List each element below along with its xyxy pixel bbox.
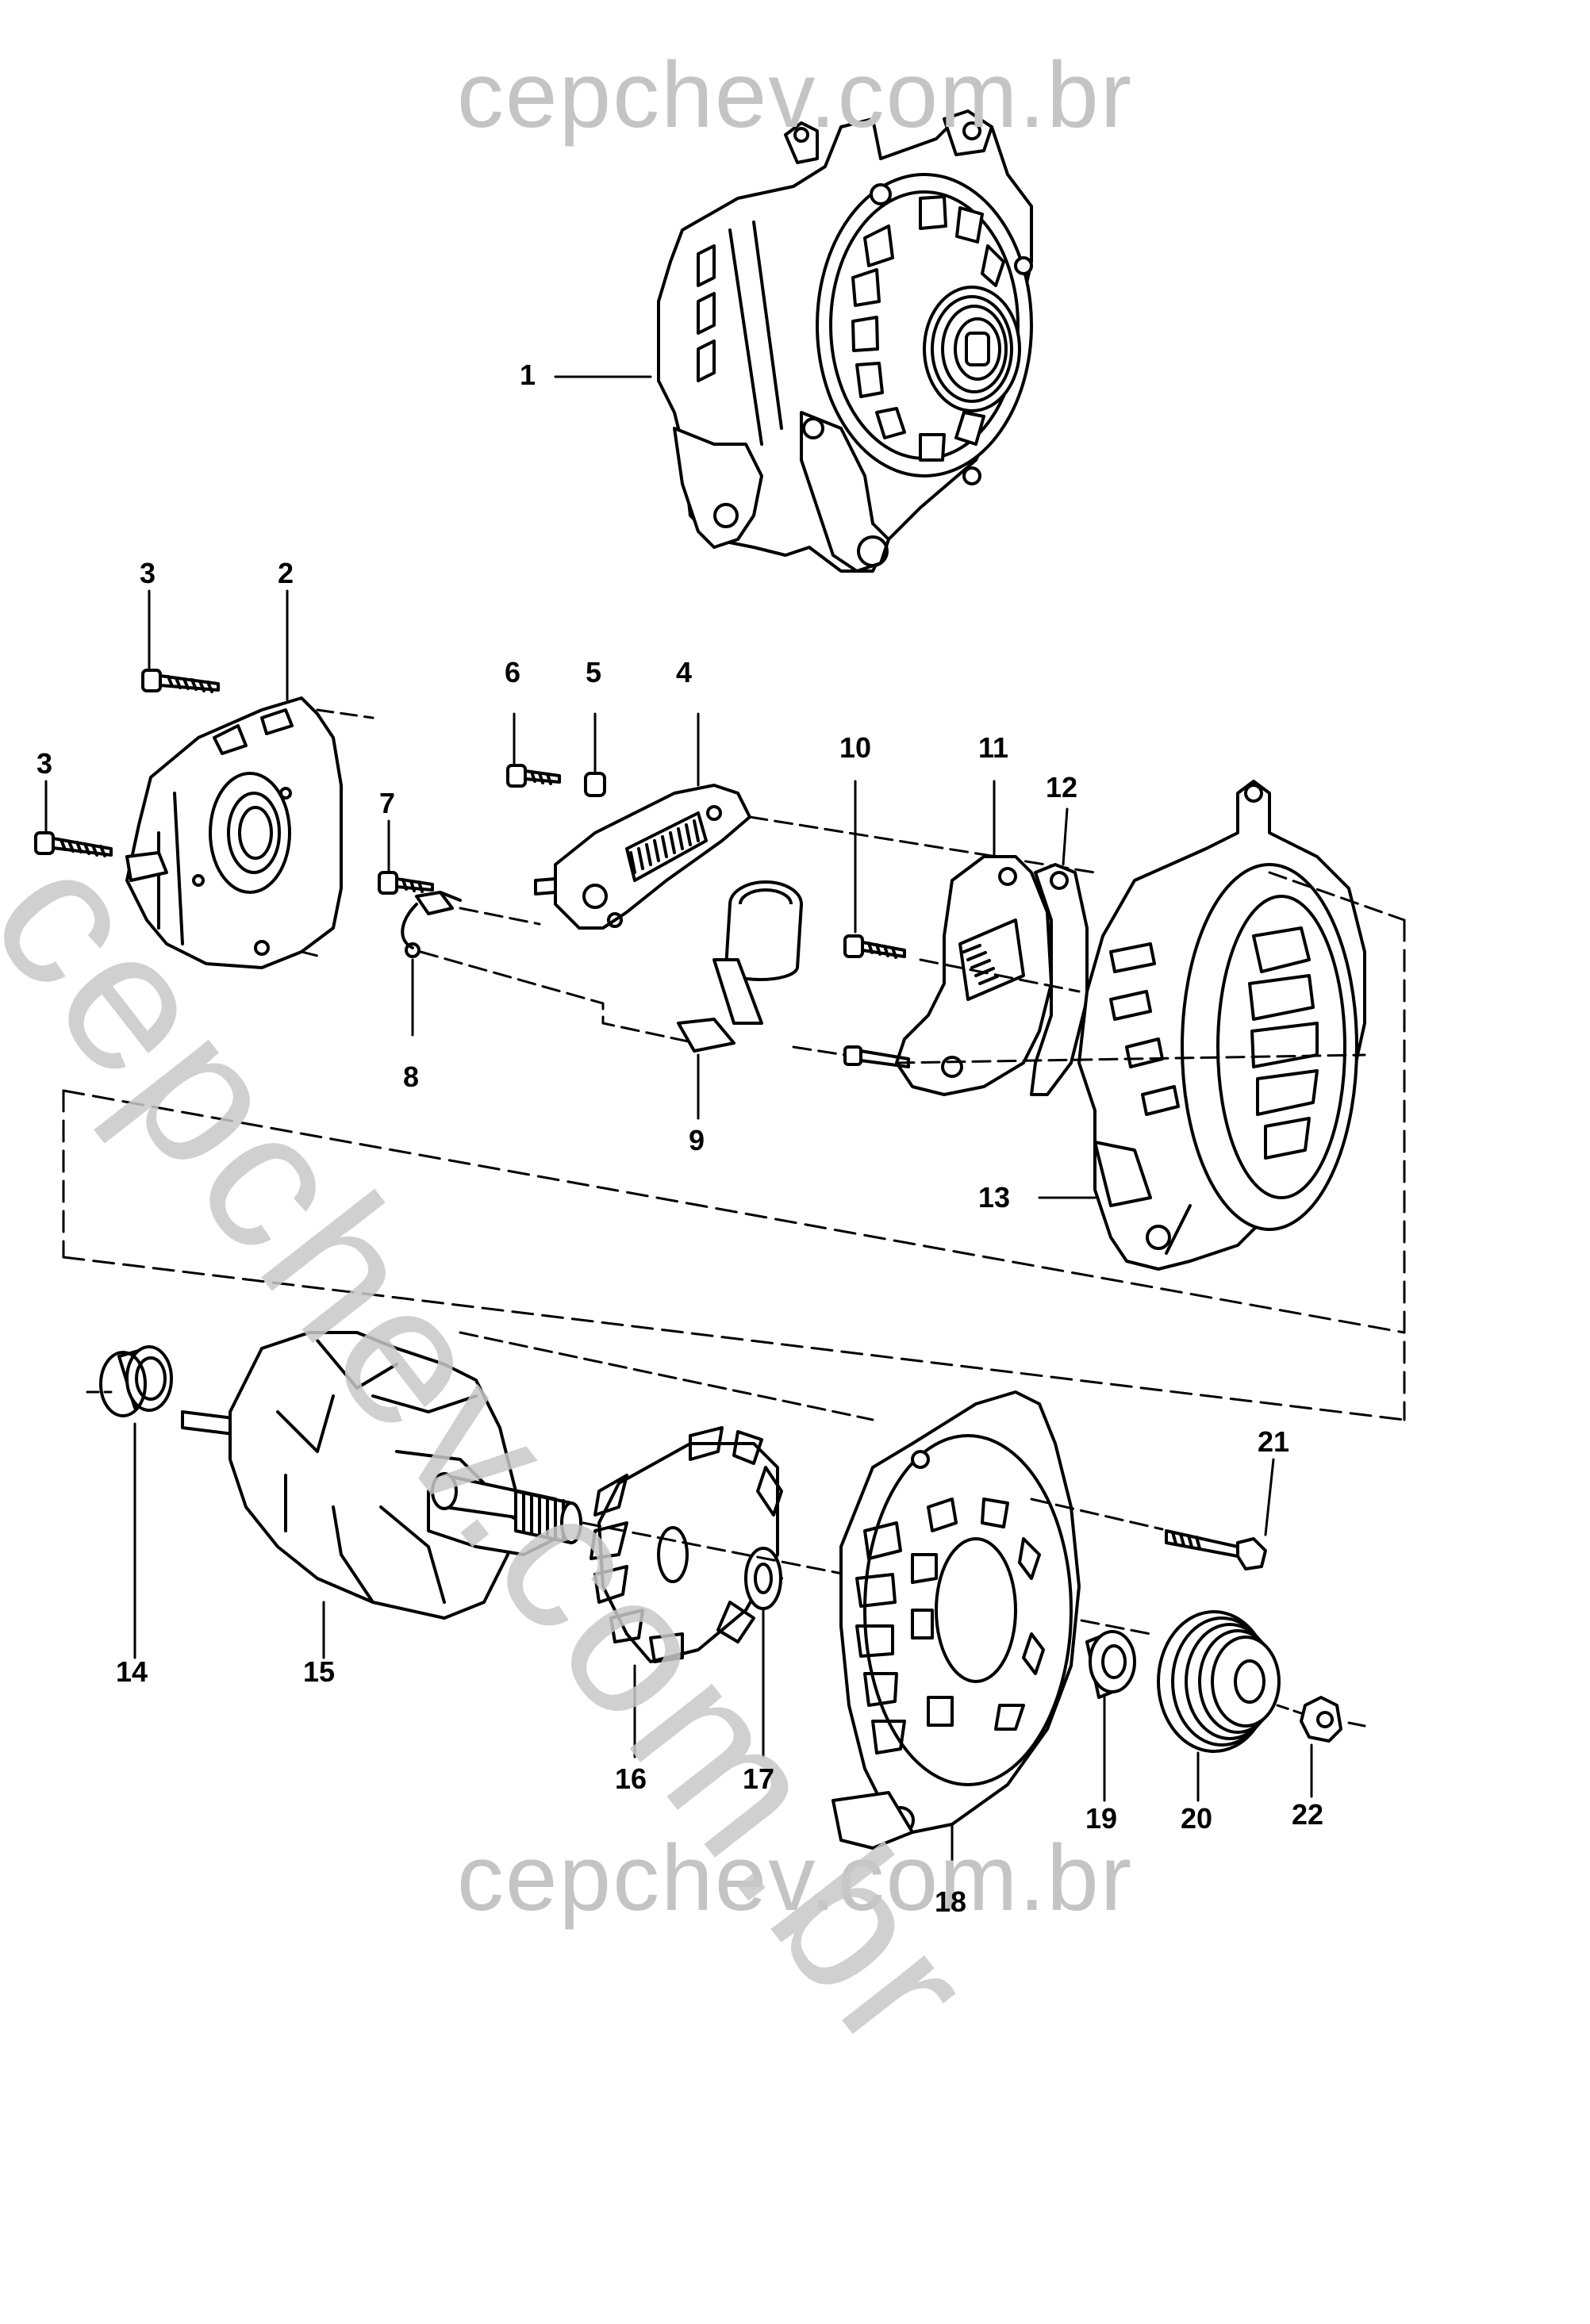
callout-17: 17 — [743, 1762, 775, 1795]
part-21-bolt — [1165, 1458, 1275, 1570]
part-20-pulley — [1157, 1610, 1281, 1802]
callout-16: 16 — [615, 1762, 647, 1795]
callout-6: 6 — [505, 656, 521, 688]
part-9-bushing — [677, 880, 803, 1120]
callout-8: 8 — [403, 1060, 420, 1093]
part-3-bolt-upper — [141, 669, 220, 693]
part-6-screw — [506, 712, 561, 788]
callout-4: 4 — [676, 656, 693, 688]
callout-1: 1 — [520, 359, 536, 391]
part-11-rectifier — [895, 780, 1053, 1096]
part-1-alternator-assembly — [657, 109, 1033, 573]
callout-11: 11 — [978, 731, 1009, 764]
callout-3-upper: 3 — [140, 557, 156, 589]
callout-2: 2 — [278, 557, 294, 589]
part-12-insulator — [1030, 807, 1089, 1096]
watermark-bottom: cepchev.com.br — [456, 1826, 1134, 1931]
callout-19: 19 — [1085, 1802, 1118, 1835]
part-8-brush — [401, 891, 462, 1037]
part-17-washer — [744, 1547, 782, 1758]
callout-12: 12 — [1046, 771, 1078, 803]
callout-21: 21 — [1258, 1425, 1290, 1458]
part-18-front-housing — [831, 1390, 1081, 1873]
part-13-rear-housing — [1077, 780, 1366, 1271]
callout-7: 7 — [379, 787, 396, 819]
callout-15: 15 — [303, 1655, 336, 1688]
callout-9: 9 — [689, 1124, 705, 1156]
part-22-nut — [1300, 1696, 1366, 1798]
part-7-screw — [378, 819, 434, 895]
callout-18: 18 — [935, 1885, 967, 1918]
callout-5: 5 — [586, 656, 602, 688]
part-2-rear-cover — [125, 696, 343, 969]
callout-13: 13 — [978, 1181, 1011, 1214]
part-10-bolt — [843, 780, 906, 959]
callout-22: 22 — [1292, 1798, 1324, 1831]
callout-14: 14 — [116, 1655, 148, 1688]
part-4-regulator — [534, 784, 751, 930]
watermark-top: cepchev.com.br — [456, 43, 1134, 148]
part-14-bearing — [99, 1345, 173, 1659]
part-5-screw — [584, 712, 606, 797]
callout-20: 20 — [1181, 1802, 1213, 1835]
callout-10: 10 — [839, 731, 872, 764]
assembly-frame-dashed — [62, 918, 1406, 1421]
part-15-rotor — [181, 1331, 582, 1659]
part-3-bolt-lower — [34, 831, 113, 857]
callout-3-lower: 3 — [36, 747, 53, 780]
part-19-spacer — [1085, 1630, 1136, 1802]
alternator-exploded-diagram — [34, 109, 1406, 1873]
